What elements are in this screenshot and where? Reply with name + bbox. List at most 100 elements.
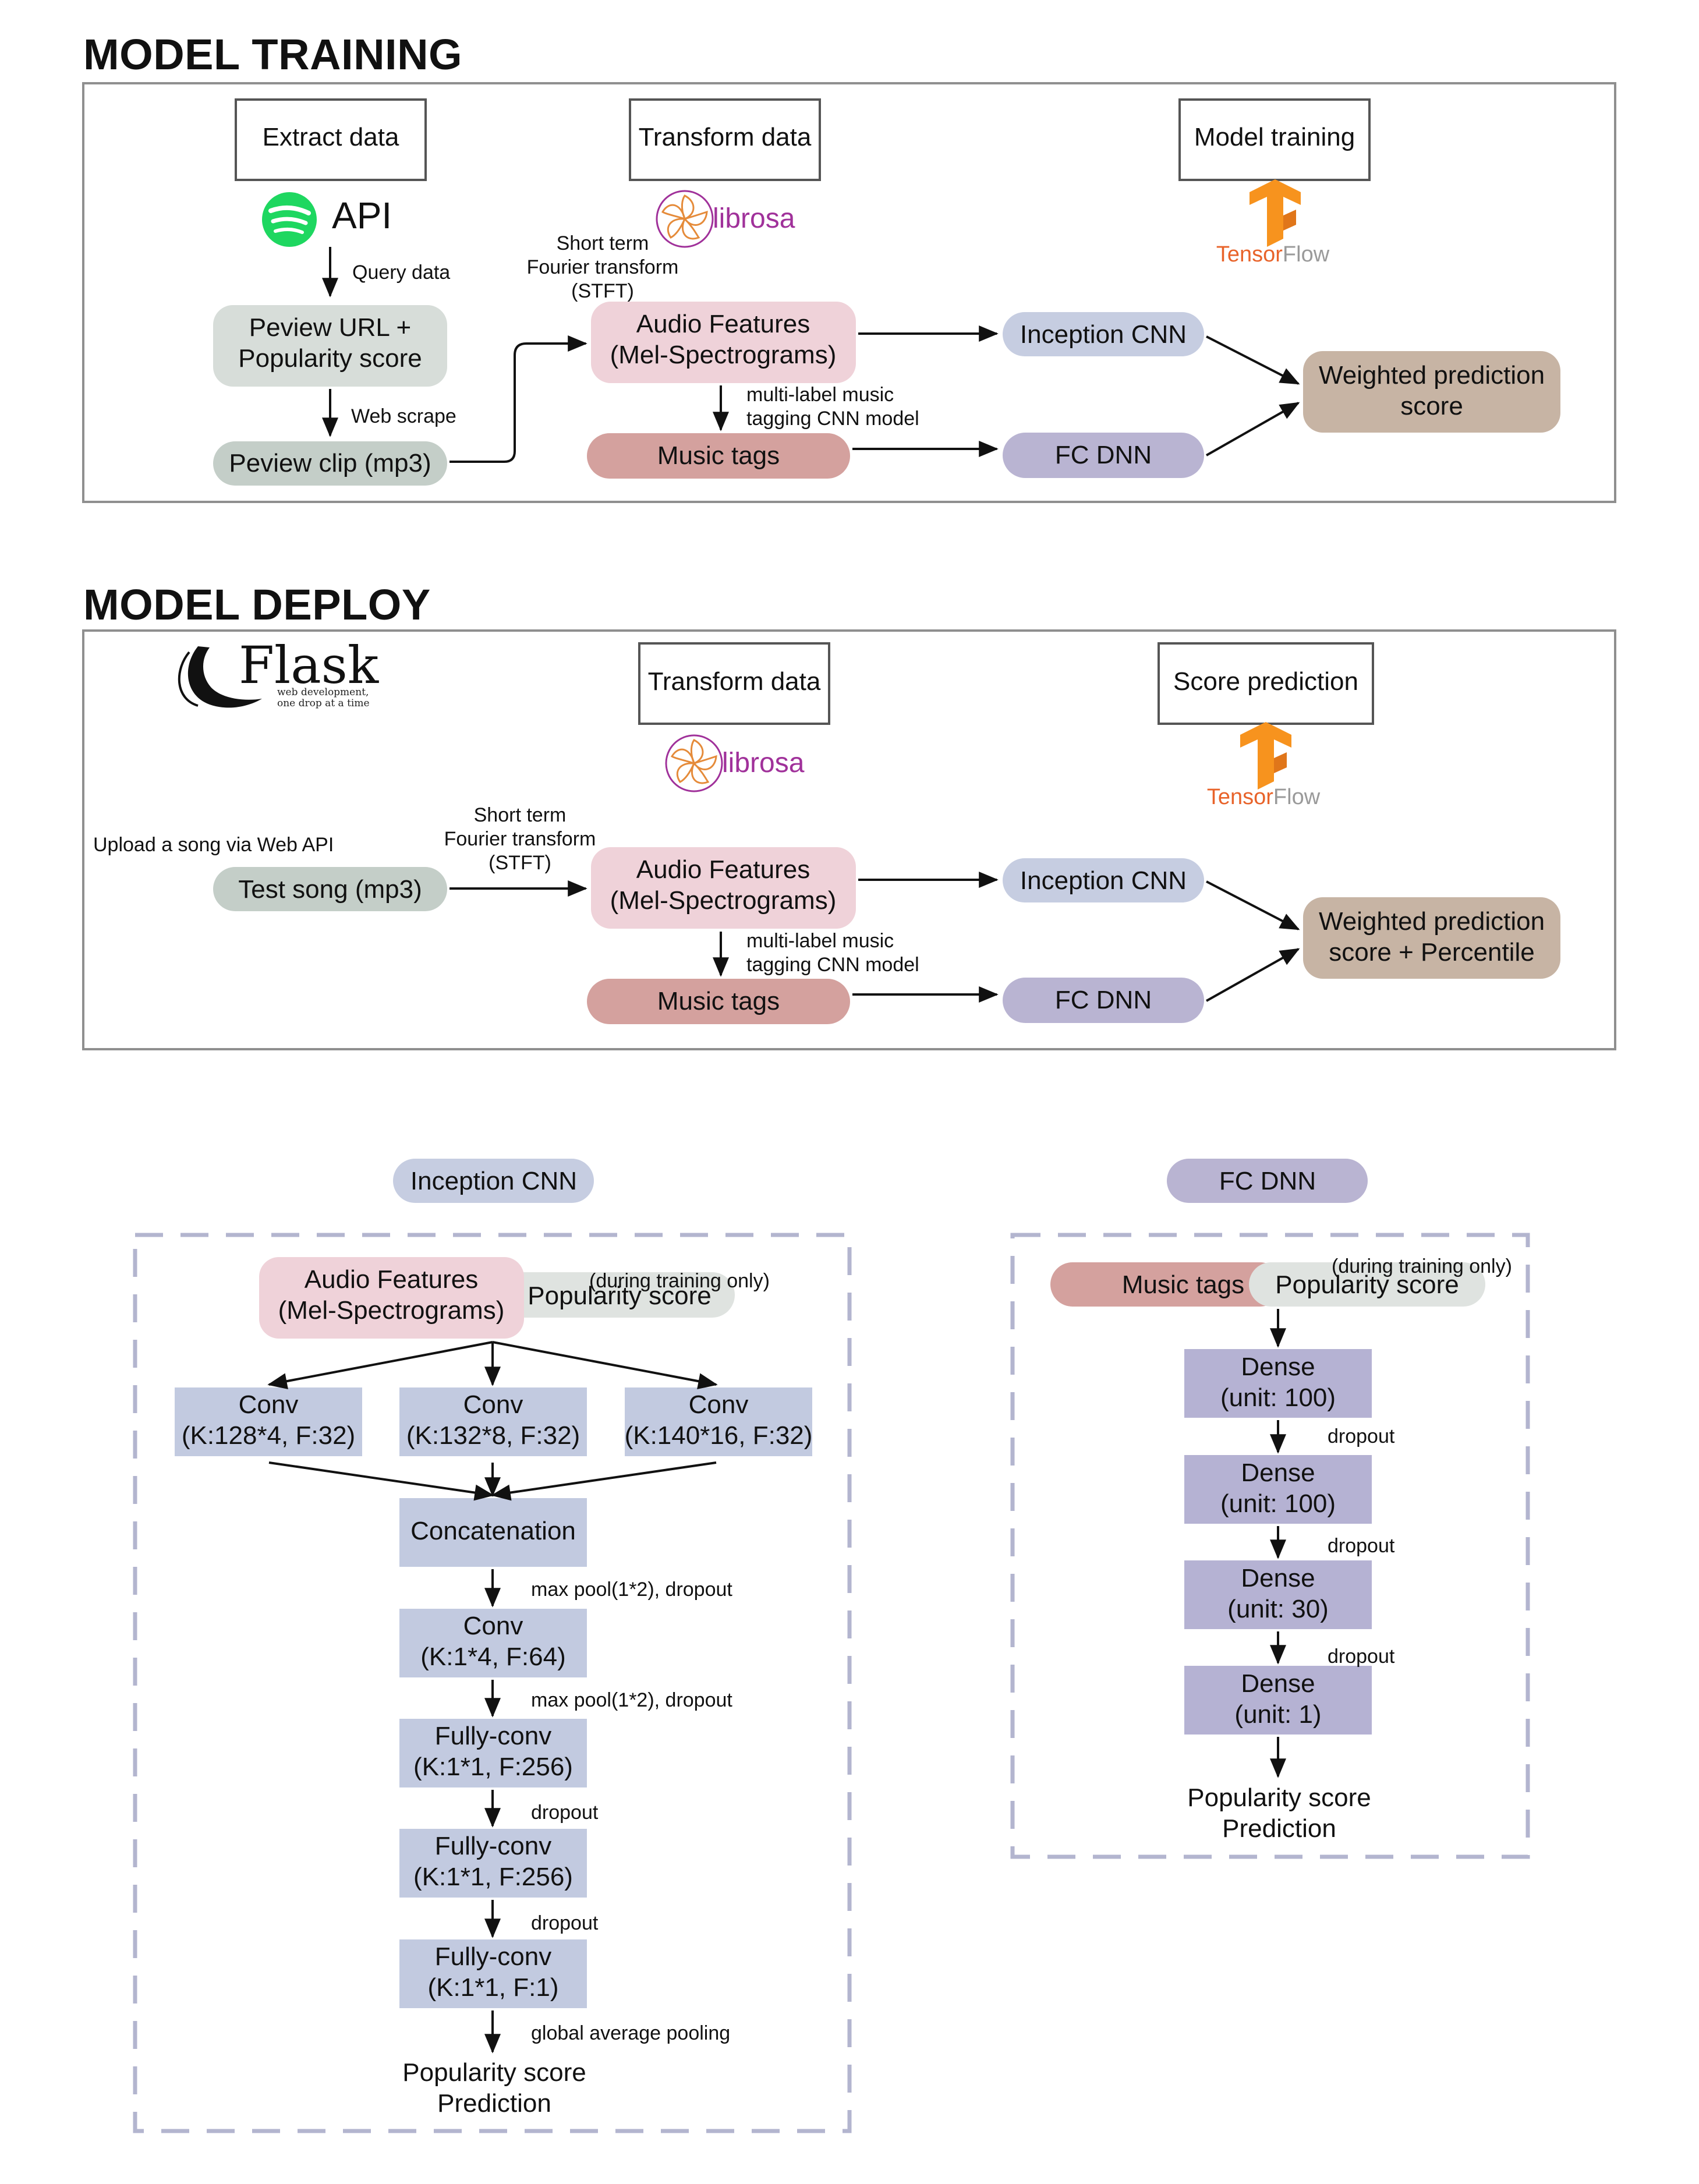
training-title: MODEL TRAINING	[83, 30, 463, 79]
fcdnn-header-pill	[1167, 1159, 1368, 1203]
fcdnn-text-deploy: FC DNN	[1054, 986, 1152, 1014]
pool2-label: max pool(1*2), dropout	[531, 1689, 732, 1711]
tagging-label: multi-label music tagging CNN model	[746, 384, 919, 430]
preview-url-text: Peview URL + Popularity score	[238, 313, 422, 373]
test-song-node	[213, 867, 447, 911]
arrow-inception-to-weighted-deploy	[1206, 880, 1300, 930]
preview-clip-node	[213, 441, 447, 486]
music-tags-node	[587, 433, 850, 479]
conv2-text: Conv (K:132*8, F:32)	[406, 1390, 581, 1450]
dense-dropout2-label: dropout	[1328, 1535, 1395, 1557]
dense4-box	[1184, 1666, 1372, 1735]
inception-dashed-frame	[133, 1233, 852, 2133]
librosa-logo-text-deploy: librosa	[722, 748, 805, 778]
flask-horn-icon	[178, 646, 262, 708]
tensorflow-text-b: Flow	[1282, 242, 1330, 267]
arrow-fcdnn-to-weighted-deploy	[1206, 948, 1300, 1002]
deploy-title: MODEL DEPLOY	[83, 580, 431, 629]
fcdnn-text: FC DNN	[1054, 441, 1152, 469]
inception-output-text: Popularity score Prediction	[402, 2058, 586, 2118]
arrow-audio-to-conv1	[267, 1341, 493, 1390]
fc3-box	[399, 1939, 587, 2008]
upload-label: Upload a song via Web API	[93, 834, 334, 856]
popularity-pill-fcdnn	[1249, 1262, 1485, 1307]
pool1-label: max pool(1*2), dropout	[531, 1578, 732, 1601]
dense4-text: Dense (unit: 1)	[1234, 1669, 1322, 1729]
stage-box-model	[1178, 98, 1371, 181]
dropout1-label: dropout	[531, 1801, 599, 1824]
fcdnn-node	[1003, 433, 1204, 478]
conv2-box	[399, 1387, 587, 1456]
popularity-text-fcdnn: Popularity score	[1275, 1270, 1459, 1299]
training-only-label-inception: (during training only)	[589, 1270, 770, 1292]
arrow-fcdnn-to-weighted	[1206, 402, 1300, 456]
dense2-text: Dense (unit: 100)	[1220, 1459, 1336, 1518]
dense2-box	[1184, 1455, 1372, 1524]
conv1-text: Conv (K:128*4, F:32)	[181, 1390, 356, 1450]
tensorflow-text-b-deploy: Flow	[1273, 785, 1321, 809]
stage-extract-label: Extract data	[262, 123, 399, 151]
music-tags-node-fcdnn	[1050, 1262, 1282, 1307]
preview-clip-text: Peview clip (mp3)	[229, 449, 431, 477]
popularity-pill-inception	[500, 1272, 735, 1318]
audio-features-node	[591, 302, 856, 383]
fcdnn-node-deploy	[1003, 978, 1204, 1023]
librosa-flower-icon-deploy	[665, 734, 723, 792]
api-label: API	[332, 194, 392, 236]
stage-box-transform	[629, 98, 821, 181]
stage-box-transform-deploy	[638, 642, 830, 725]
gap-label: global average pooling	[531, 2022, 731, 2044]
stage-box-extract	[235, 98, 427, 181]
tensorflow-icon-deploy	[1240, 722, 1291, 790]
conv4-box	[399, 1609, 587, 1677]
dense-dropout3-label: dropout	[1328, 1645, 1395, 1668]
tensorflow-logo-text: TensorFlow	[1216, 242, 1329, 268]
librosa-logo-text: librosa	[713, 203, 795, 234]
fc1-box	[399, 1719, 587, 1787]
tensorflow-text-a: Tensor	[1216, 242, 1283, 267]
arrow-conv1-to-concat	[268, 1461, 494, 1501]
tagging-label-deploy: multi-label music tagging CNN model	[746, 930, 919, 976]
arrow-conv3-to-concat	[491, 1461, 717, 1501]
weighted-node-deploy	[1303, 897, 1560, 979]
stage-transform-label: Transform data	[638, 123, 812, 151]
fcdnn-output-text: Popularity score Prediction	[1187, 1783, 1371, 1843]
webscrape-label: Web scrape	[351, 405, 456, 427]
librosa-flower-icon	[656, 190, 714, 248]
audio-features-text-inception: Audio Features (Mel-Spectrograms)	[278, 1265, 505, 1325]
stft-label: Short term Fourier transform (STFT)	[526, 232, 679, 302]
preview-url-node	[213, 305, 447, 387]
fc2-box	[399, 1829, 587, 1898]
arrow-inception-to-weighted	[1206, 335, 1300, 385]
training-frame	[82, 82, 1616, 503]
test-song-text: Test song (mp3)	[238, 875, 422, 904]
fc1-text: Fully-conv (K:1*1, F:256)	[413, 1722, 573, 1781]
dropout2-label: dropout	[531, 1912, 599, 1934]
flask-logo-text: Flask	[239, 635, 379, 695]
audio-features-node-inception	[259, 1257, 524, 1339]
stage-box-score	[1158, 642, 1374, 725]
fc3-text: Fully-conv (K:1*1, F:1)	[427, 1942, 559, 2002]
inception-text-deploy: Inception CNN	[1020, 866, 1187, 895]
dense3-text: Dense (unit: 30)	[1227, 1564, 1329, 1623]
training-only-label-fcdnn: (during training only)	[1332, 1255, 1512, 1277]
dense1-text: Dense (unit: 100)	[1220, 1353, 1336, 1412]
fcdnn-header-text: FC DNN	[1219, 1167, 1316, 1195]
popularity-text-inception: Popularity score	[528, 1282, 712, 1310]
conv4-text: Conv (K:1*4, F:64)	[420, 1612, 566, 1671]
dense1-box	[1184, 1349, 1372, 1418]
concat-text: Concatenation	[410, 1517, 576, 1545]
spotify-logo-icon	[262, 192, 317, 247]
dense-dropout1-label: dropout	[1328, 1425, 1395, 1447]
query-data-label: Query data	[352, 261, 451, 284]
weighted-text: Weighted prediction score	[1318, 361, 1545, 420]
inception-node	[1003, 312, 1204, 356]
audio-features-text: Audio Features (Mel-Spectrograms)	[610, 310, 837, 369]
inception-node-deploy	[1003, 858, 1204, 902]
stage-score-label: Score prediction	[1173, 667, 1358, 696]
conv3-box	[625, 1387, 812, 1456]
conv1-box	[175, 1387, 362, 1456]
weighted-text-deploy: Weighted prediction score + Percentile	[1318, 907, 1545, 967]
